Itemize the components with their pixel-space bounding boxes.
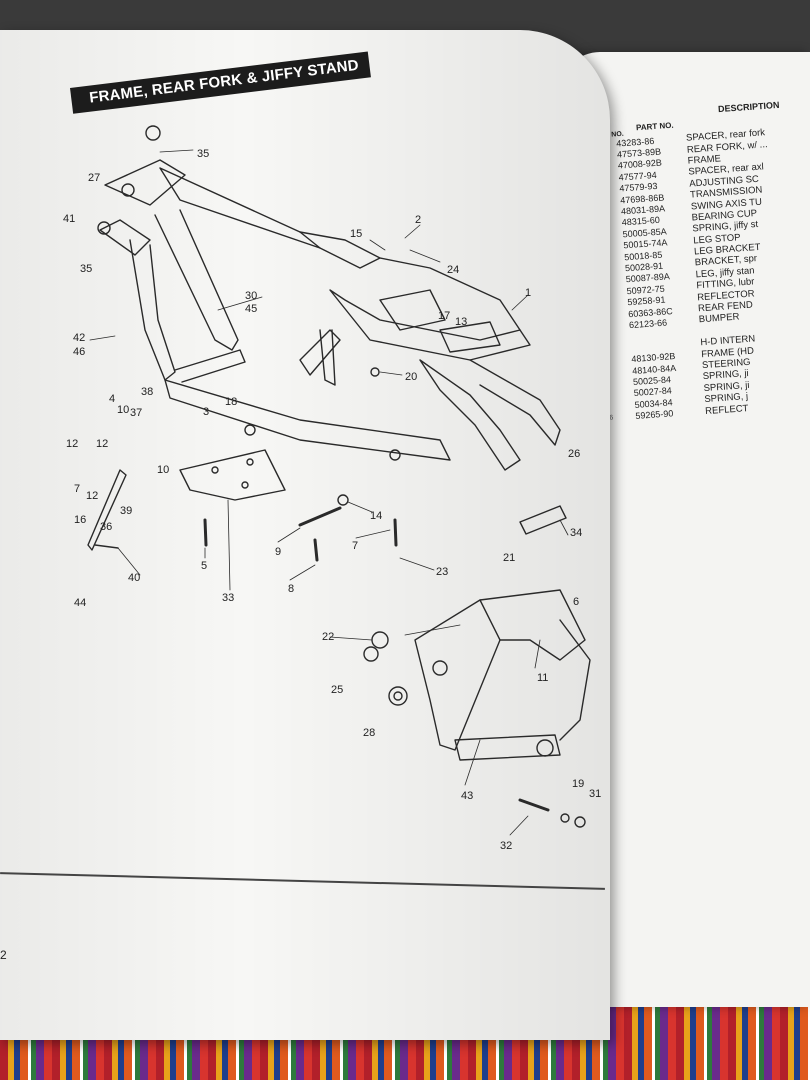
callout-number: 17 [438,310,451,322]
callout-number: 31 [589,788,602,800]
callout-number: 12 [96,438,109,450]
callout-number: 40 [128,572,141,584]
callout-number: 24 [447,264,460,276]
callout-number: 9 [275,546,282,558]
callout-number: 21 [503,552,516,564]
callout-number: 37 [130,407,143,419]
page-shading [0,30,610,1040]
callout-number: 16 [74,514,87,526]
rear-fork [414,599,501,751]
frame-cradle [164,379,451,461]
callout-number: 33 [222,592,235,604]
callout-number: 26 [568,448,581,460]
callout-number: 23 [436,566,449,578]
callout-number: 41 [63,213,76,225]
callout-number: 12 [86,490,99,502]
page-number: 2 [0,948,7,962]
callout-number: 11 [537,672,549,684]
callout-number: 45 [245,303,258,315]
callout-number: 43 [461,790,474,802]
callout-number: 27 [88,172,101,184]
callout-number: 7 [74,483,81,495]
jiffy-stand-leg [87,469,127,551]
callout-number: 38 [141,386,154,398]
callout-number: 1 [525,287,532,299]
callout-number: 6 [573,596,580,608]
callout-number: 18 [225,396,238,408]
callout-number: 12 [66,438,79,450]
callout-number: 10 [117,404,130,416]
steering-head [104,159,186,206]
callout-number: 44 [74,597,87,609]
callout-number: 28 [363,727,376,739]
callout-number: 10 [157,464,170,476]
callout-number: 39 [120,505,133,517]
callout-number: 13 [455,316,468,328]
callout-number: 42 [73,332,86,344]
stand-bracket [179,449,286,501]
callout-number: 14 [370,510,383,522]
callout-number: 22 [322,631,335,643]
callout-number: 46 [73,346,86,358]
callout-number: 4 [109,393,116,405]
callout-number: 3 [203,406,210,418]
callout-number: 2 [415,214,422,226]
frame-backbone [159,167,321,249]
callout-number: 20 [405,371,418,383]
callout-number: 5 [201,560,208,572]
callout-number: 8 [288,583,295,595]
callout-number: 19 [572,778,585,790]
callout-number: 32 [500,840,513,852]
left-page [0,30,610,1040]
callout-number: 7 [352,540,359,552]
callout-number: 25 [331,684,344,696]
callout-number: 36 [100,521,113,533]
callout-number: 15 [350,228,363,240]
callout-number: 30 [245,290,258,302]
callout-number: 34 [570,527,583,539]
callout-number: 35 [80,263,93,275]
callout-number: 35 [197,148,210,160]
